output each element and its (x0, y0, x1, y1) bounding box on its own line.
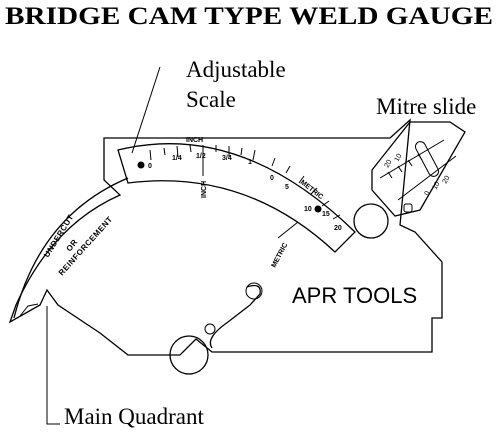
cam-slot-hole (204, 323, 216, 335)
mitre-mark-10a: 10 (394, 153, 404, 163)
mitre-mark-10b: 10 (432, 181, 442, 191)
cam-slot (209, 284, 261, 349)
inch-tick-1-4: 1/4 (172, 155, 182, 162)
callout-main-quadrant: Main Quadrant (64, 404, 204, 429)
inch-scale-ticks (149, 144, 341, 220)
scale-screw-left-icon (137, 161, 145, 169)
inch-tick-0: 0 (148, 163, 152, 170)
inch-header: INCH (186, 137, 203, 144)
metric-tick-15: 15 (322, 211, 330, 218)
metric-tick-20: 20 (334, 225, 342, 232)
mitre-mark-0: 0 (424, 190, 432, 197)
mitre-mark-20a: 20 (384, 159, 394, 169)
inch-tick-1: 1 (248, 159, 252, 166)
inch-tick-3-4: 3/4 (222, 155, 232, 162)
callout-mitre-slide: Mitre slide (376, 94, 476, 119)
metric-tick-10: 10 (304, 206, 312, 213)
diagram-title: BRIDGE CAM TYPE WELD GAUGE (5, 3, 493, 30)
mitre-slot (403, 203, 413, 213)
metric-vertical-label: METRIC (271, 242, 290, 269)
quadrant-tip-notch (19, 303, 39, 317)
bottom-pivot-knob (169, 335, 209, 375)
scale-notch (245, 282, 263, 300)
inch-vertical-label: INCH (201, 181, 208, 198)
callout-main-quadrant-leader (46, 306, 60, 425)
inch-tick-1-2: 1/2 (196, 153, 206, 160)
brand-label: APR TOOLS (292, 283, 417, 308)
gauge-body-outline (8, 118, 443, 356)
callout-adjustable-line2: Scale (186, 87, 236, 112)
adjustable-scale-band (117, 143, 356, 253)
callout-adjustable-line1: Adjustable (186, 57, 286, 82)
main-quadrant-arc (13, 177, 129, 319)
mitre-mark-20b: 20 (442, 175, 452, 185)
mitre-slide (371, 121, 466, 217)
metric-tick-5: 5 (285, 184, 289, 191)
metric-tick-0: 0 (270, 175, 274, 182)
scale-pivot-knob (353, 203, 389, 239)
metric-pointer-line (277, 221, 299, 239)
callout-adjustable-leader (131, 66, 161, 154)
scale-screw-right-icon (314, 205, 322, 213)
metric-header: METRIC (299, 179, 324, 201)
